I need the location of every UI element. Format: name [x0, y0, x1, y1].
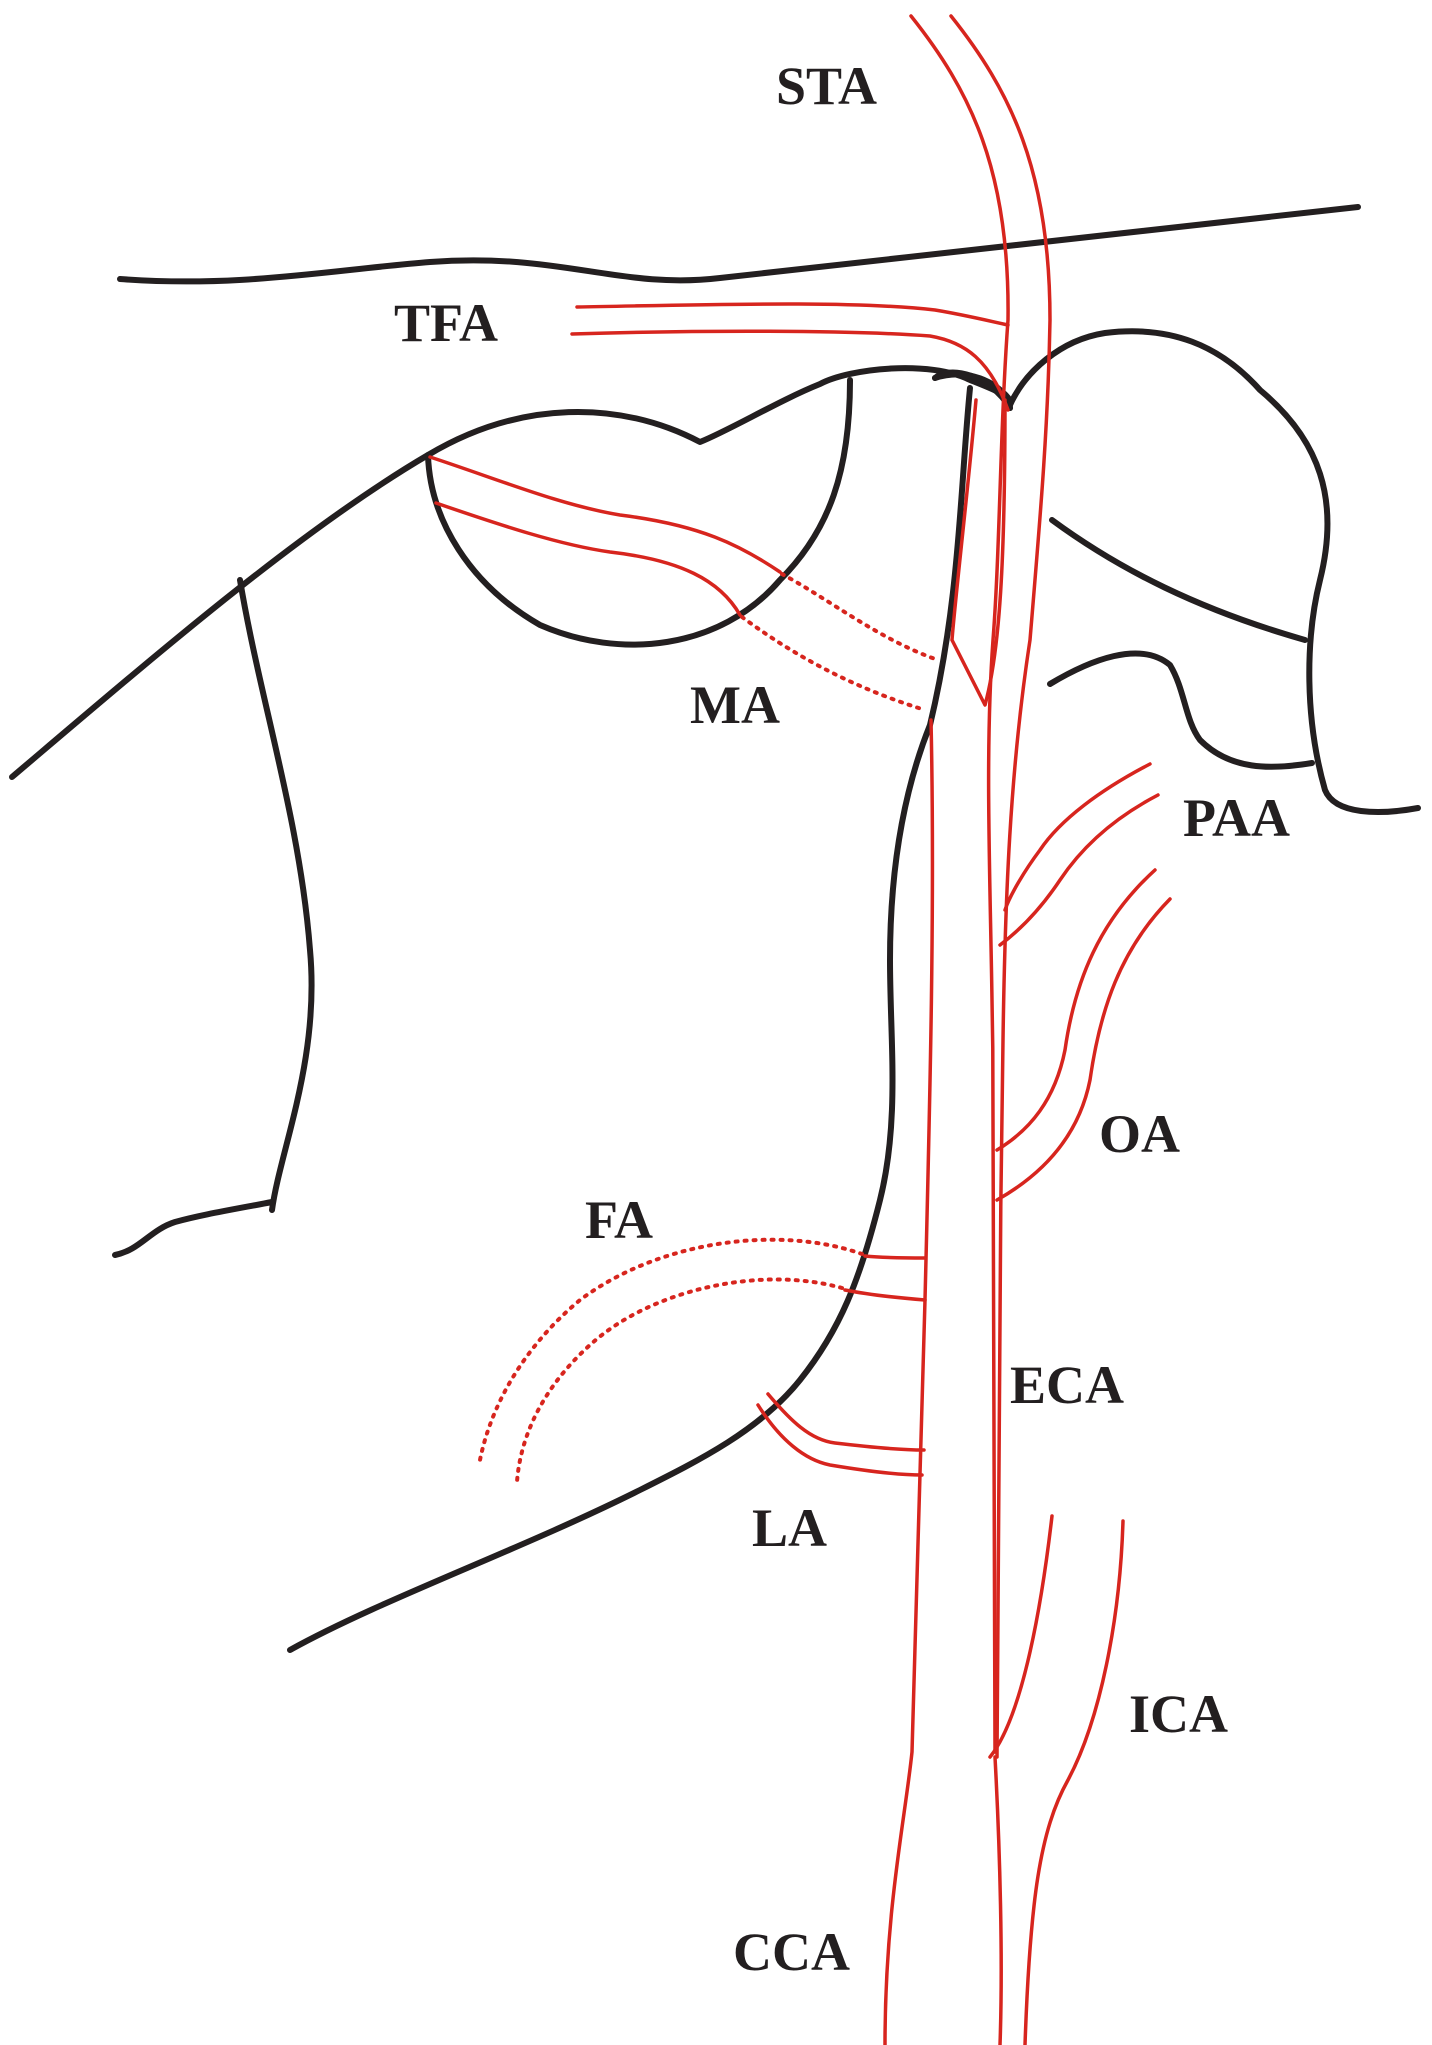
- ma-upper-wall: [430, 457, 780, 572]
- anterior-ramus-border: [240, 580, 312, 1210]
- arteries: [430, 16, 1170, 2045]
- mastoid-outline: [1010, 331, 1418, 812]
- paa-upper-wall: [1005, 764, 1150, 910]
- styloid-outline: [1050, 653, 1312, 766]
- mastoid-inner-line: [1052, 520, 1305, 640]
- fa-dotted-upper: [480, 1240, 862, 1460]
- zygomatic-arch-line: [120, 207, 1358, 281]
- eca-anterior-wall: [911, 16, 1008, 1752]
- fa-lower-wall: [845, 1290, 925, 1300]
- posterior-ramus-border: [290, 388, 970, 1650]
- label-fa: FA: [585, 1190, 653, 1250]
- label-ica: ICA: [1129, 1684, 1228, 1744]
- label-tfa: TFA: [394, 293, 498, 353]
- ma-lower-wall: [436, 503, 740, 615]
- label-cca: CCA: [733, 1922, 850, 1982]
- chin-outline: [115, 1202, 272, 1255]
- la-upper-wall: [768, 1394, 924, 1450]
- la-lower-wall: [758, 1405, 922, 1475]
- label-ma: MA: [690, 675, 780, 735]
- tfa-upper-wall: [577, 304, 1008, 325]
- label-la: LA: [752, 1498, 827, 1558]
- mandible-ramus-outline: [12, 368, 1010, 777]
- fa-dotted-lower: [517, 1279, 842, 1482]
- labels: STA TFA MA PAA OA FA ECA LA ICA CCA: [394, 56, 1290, 1982]
- label-paa: PAA: [1183, 788, 1290, 848]
- label-oa: OA: [1099, 1104, 1180, 1164]
- label-sta: STA: [776, 56, 877, 116]
- eca-posterior-wall: [951, 16, 1050, 1757]
- skull-outlines: [12, 207, 1418, 1650]
- paa-lower-wall: [1000, 795, 1158, 945]
- ma-dotted-upper: [782, 574, 938, 660]
- label-eca: ECA: [1010, 1355, 1124, 1415]
- fa-upper-wall: [865, 1256, 925, 1258]
- cca-posterior-wall: [995, 1757, 1001, 2045]
